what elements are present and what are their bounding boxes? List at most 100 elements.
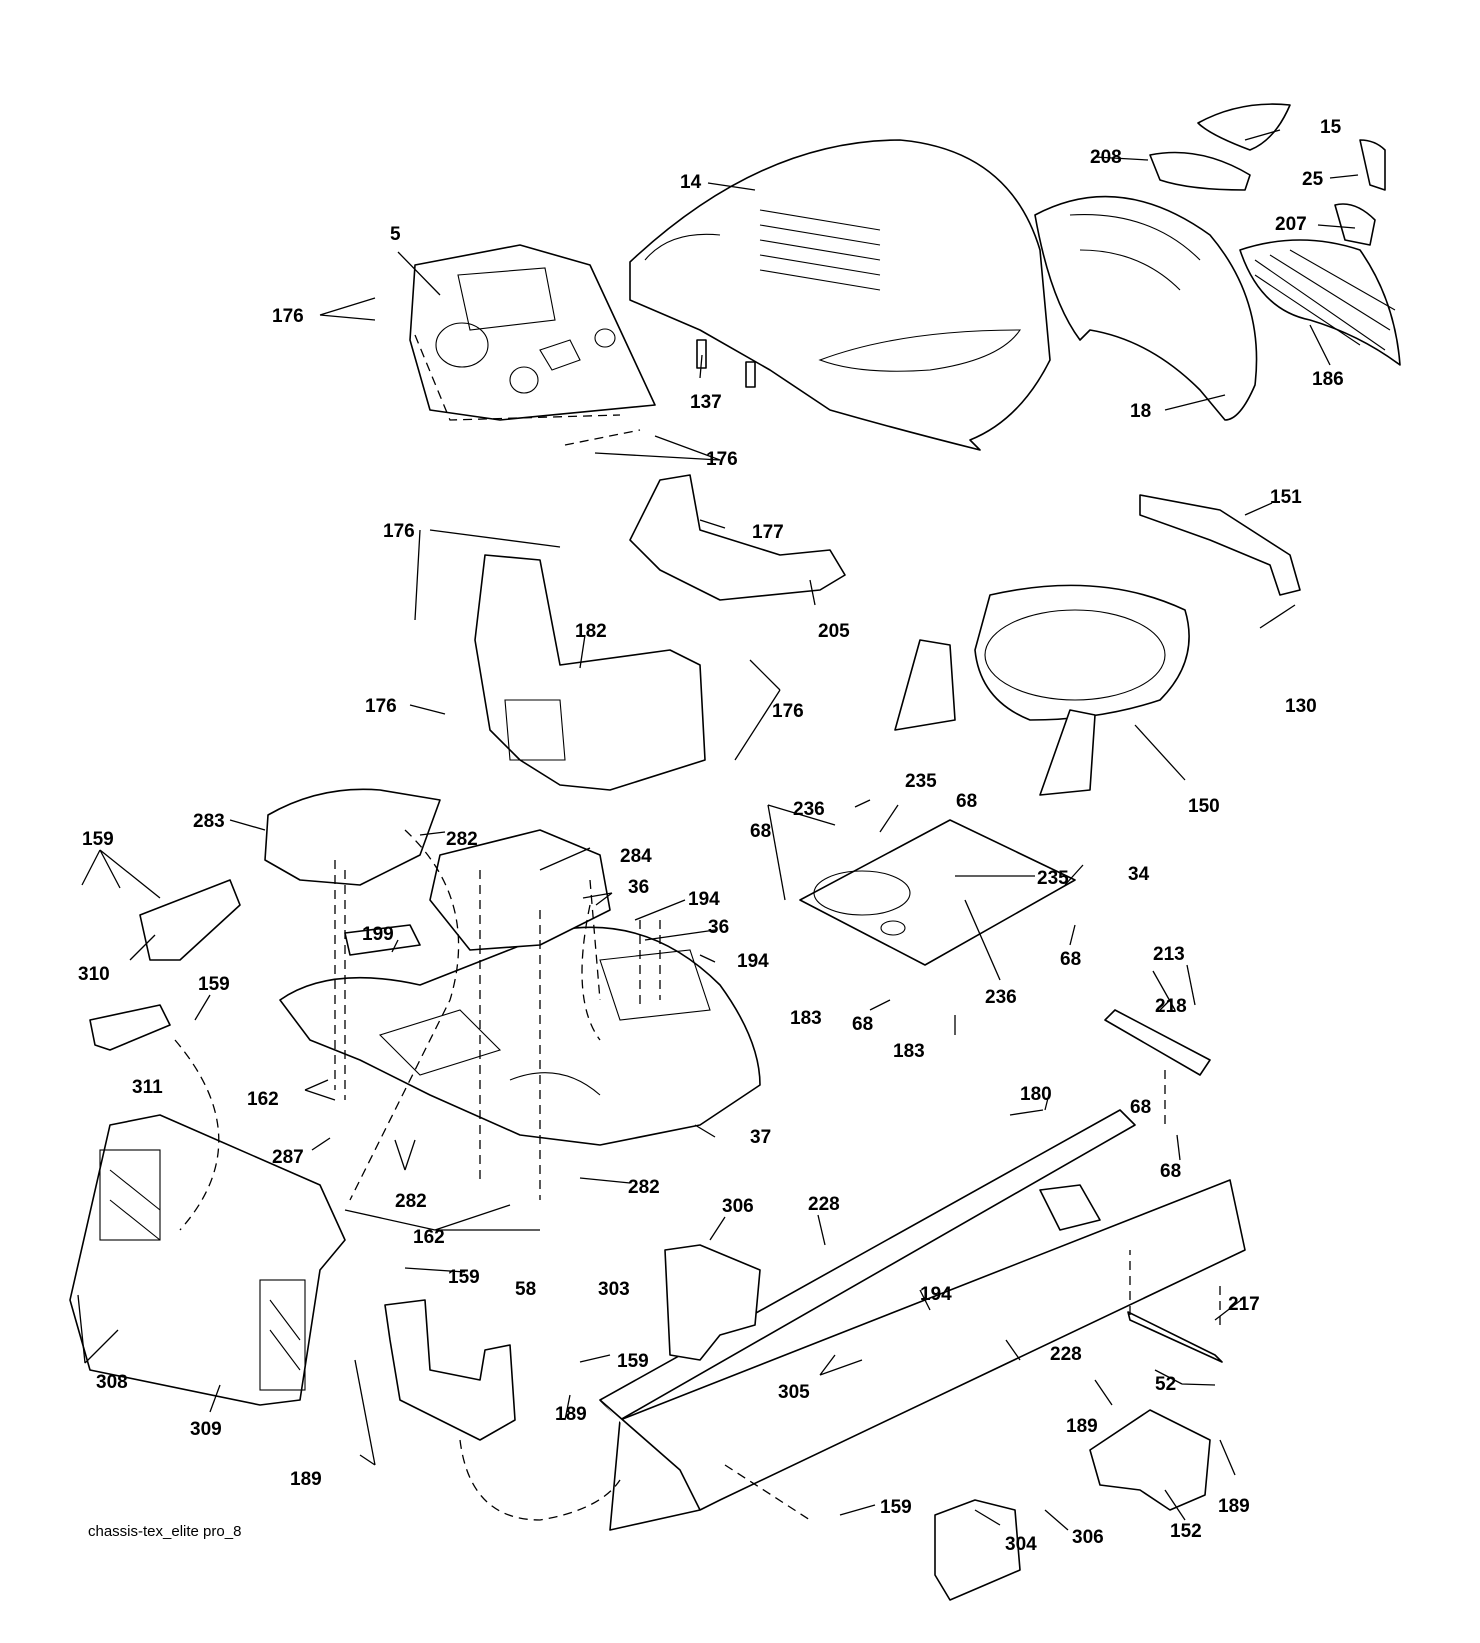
callout-25: 25 bbox=[1302, 169, 1324, 190]
callouts: 5 14 15 18 25 34 36 36 37 52 58 68 68 68… bbox=[78, 117, 1344, 1555]
callout-36a: 36 bbox=[628, 877, 649, 898]
callout-159c: 159 bbox=[448, 1267, 480, 1288]
callout-68c: 68 bbox=[1060, 949, 1081, 970]
parts-drawing bbox=[69, 103, 1401, 1601]
callout-130: 130 bbox=[1285, 696, 1317, 717]
diagram-caption: chassis-tex_elite pro_8 bbox=[88, 1523, 242, 1540]
callout-176c: 176 bbox=[383, 521, 415, 542]
lower-dash bbox=[474, 554, 706, 791]
steering-bracket bbox=[384, 1299, 516, 1441]
dash-panel bbox=[409, 244, 656, 421]
callout-189c: 189 bbox=[1066, 1416, 1098, 1437]
callout-194a: 194 bbox=[688, 889, 720, 910]
callout-180: 180 bbox=[1020, 1084, 1052, 1105]
callout-236a: 236 bbox=[793, 799, 825, 820]
callout-189b: 189 bbox=[290, 1469, 322, 1490]
belt-cover bbox=[974, 584, 1190, 721]
callout-310: 310 bbox=[78, 964, 110, 985]
callout-176d: 176 bbox=[365, 696, 397, 717]
callout-150: 150 bbox=[1188, 796, 1220, 817]
callout-218: 218 bbox=[1155, 996, 1187, 1017]
callout-305: 305 bbox=[778, 1382, 810, 1403]
shield-303 bbox=[664, 1244, 761, 1361]
headlight-right bbox=[1334, 203, 1376, 246]
callout-176e: 176 bbox=[772, 701, 804, 722]
callout-194b: 194 bbox=[737, 951, 769, 972]
hood bbox=[629, 139, 1051, 451]
callout-68e: 68 bbox=[1130, 1097, 1151, 1118]
callout-137: 137 bbox=[690, 392, 722, 413]
dash-bracket bbox=[629, 474, 846, 601]
callout-287: 287 bbox=[272, 1147, 304, 1168]
callout-176a: 176 bbox=[272, 306, 304, 327]
plate-218 bbox=[1104, 1009, 1211, 1076]
callout-208: 208 bbox=[1090, 147, 1122, 168]
callout-306a: 306 bbox=[722, 1196, 754, 1217]
callout-217: 217 bbox=[1228, 1294, 1260, 1315]
callout-182: 182 bbox=[575, 621, 607, 642]
headlight-lens bbox=[1197, 103, 1291, 151]
callout-189a: 189 bbox=[555, 1404, 587, 1425]
callout-58: 58 bbox=[515, 1279, 536, 1300]
callout-194c: 194 bbox=[920, 1284, 952, 1305]
callout-162a: 162 bbox=[247, 1089, 279, 1110]
callout-186: 186 bbox=[1312, 369, 1344, 390]
callout-159a: 159 bbox=[82, 829, 114, 850]
callout-213: 213 bbox=[1153, 944, 1185, 965]
callout-18: 18 bbox=[1130, 401, 1151, 422]
callout-176b: 176 bbox=[706, 449, 738, 470]
callout-284: 284 bbox=[620, 846, 652, 867]
alignment-lines bbox=[174, 334, 1221, 1521]
frame-side bbox=[609, 1179, 1246, 1531]
callout-199: 199 bbox=[362, 924, 394, 945]
callout-303: 303 bbox=[598, 1279, 630, 1300]
mounting-plate bbox=[799, 819, 1076, 966]
leader-lines bbox=[77, 129, 1359, 1531]
lens-small bbox=[1359, 139, 1386, 191]
headlight-left bbox=[1149, 151, 1251, 191]
panel-283 bbox=[264, 788, 441, 886]
callout-36b: 36 bbox=[708, 917, 729, 938]
callout-235b: 235 bbox=[1037, 868, 1069, 889]
callout-205: 205 bbox=[818, 621, 850, 642]
callout-152: 152 bbox=[1170, 1521, 1202, 1542]
callout-282b: 282 bbox=[395, 1191, 427, 1212]
bracket-310 bbox=[139, 879, 241, 961]
callout-309: 309 bbox=[190, 1419, 222, 1440]
callout-228b: 228 bbox=[1050, 1344, 1082, 1365]
fender bbox=[279, 926, 761, 1146]
callout-37: 37 bbox=[750, 1127, 771, 1148]
callout-151: 151 bbox=[1270, 487, 1302, 508]
callout-68a: 68 bbox=[956, 791, 977, 812]
callout-68b: 68 bbox=[750, 821, 771, 842]
callout-68f: 68 bbox=[1160, 1161, 1181, 1182]
callout-236b: 236 bbox=[985, 987, 1017, 1008]
callout-68d: 68 bbox=[852, 1014, 873, 1035]
callout-5: 5 bbox=[390, 224, 401, 245]
callout-283: 283 bbox=[193, 811, 225, 832]
callout-282c: 282 bbox=[628, 1177, 660, 1198]
callout-189d: 189 bbox=[1218, 1496, 1250, 1517]
callout-52: 52 bbox=[1155, 1374, 1176, 1395]
callout-177: 177 bbox=[752, 522, 784, 543]
callout-228a: 228 bbox=[808, 1194, 840, 1215]
callout-15: 15 bbox=[1320, 117, 1342, 138]
link-rod bbox=[1127, 1311, 1223, 1363]
callout-183a: 183 bbox=[790, 1008, 822, 1029]
callout-159e: 159 bbox=[880, 1497, 912, 1518]
callout-311: 311 bbox=[132, 1077, 163, 1098]
bracket-311 bbox=[89, 1004, 171, 1051]
callout-207: 207 bbox=[1275, 214, 1307, 235]
panel-284 bbox=[429, 829, 611, 951]
callout-159b: 159 bbox=[198, 974, 230, 995]
seat-bracket bbox=[1139, 494, 1301, 596]
front-housing bbox=[1034, 195, 1258, 421]
callout-159d: 159 bbox=[617, 1351, 649, 1372]
callout-162b: 162 bbox=[413, 1227, 445, 1248]
callout-235a: 235 bbox=[905, 771, 937, 792]
front-grille bbox=[69, 1114, 346, 1406]
callout-304: 304 bbox=[1005, 1534, 1037, 1555]
callout-306b: 306 bbox=[1072, 1527, 1104, 1548]
callout-183b: 183 bbox=[893, 1041, 925, 1062]
